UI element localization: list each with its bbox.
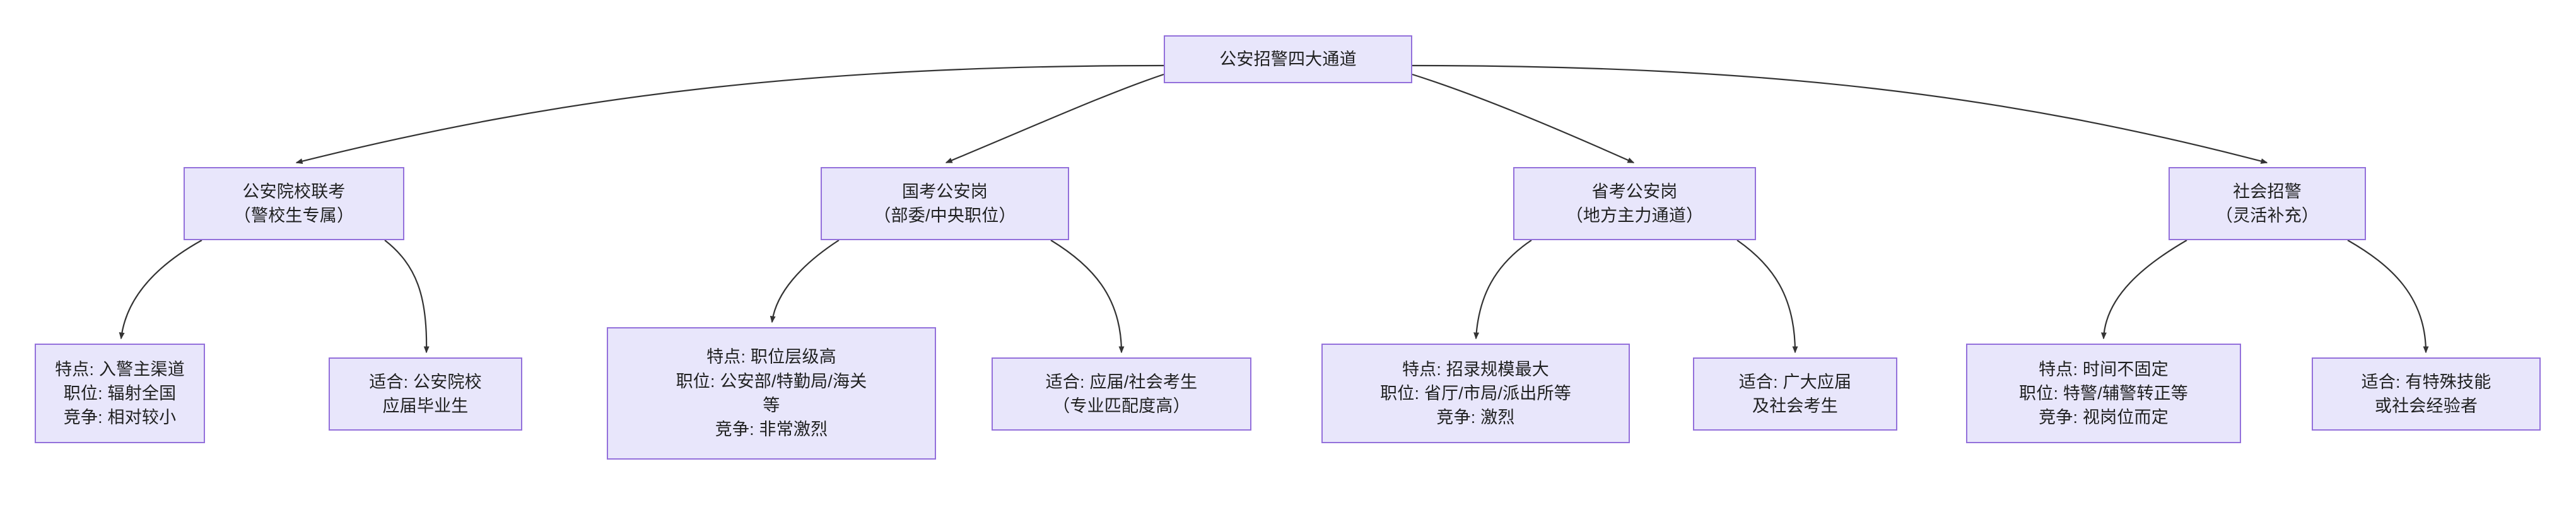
node-l2-line: 应届毕业生 [382,397,469,415]
node-b1[interactable]: 公安院校联考 （警校生专属） [184,167,404,240]
node-l2[interactable]: 适合: 公安院校应届毕业生 [329,357,522,431]
node-l3-line: 竞争: 非常激烈 [715,420,828,439]
node-root-line: 公安招警四大通道 [1219,49,1357,69]
edges [119,64,2429,354]
node-b3-line: 省考公安岗 [1591,182,1678,201]
node-l8-line: 或社会经验者 [2374,397,2478,415]
node-l3[interactable]: 特点: 职位层级高职位: 公安部/特勤局/海关等竞争: 非常激烈 [607,327,936,460]
node-b4-line: （灵活补充） [2215,206,2319,225]
node-l3-line: 等 [763,396,780,415]
edge-root-to-b2 [945,73,1164,164]
node-b4[interactable]: 社会招警 （灵活补充） [2169,167,2366,240]
node-b4-line: 社会招警 [2233,182,2302,201]
node-l2-line: 适合: 公安院校 [369,372,482,392]
node-l5-line: 竞争: 激烈 [1436,408,1515,427]
node-b2-line: （部委/中央职位） [874,206,1016,225]
node-l7-line: 职位: 特警/辅警转正等 [2019,383,2188,403]
edge-b4-to-l7 [2100,240,2187,340]
edge-b1-to-l2 [384,240,430,354]
node-b1-line: （警校生专属） [233,206,354,225]
node-l6-line: 适合: 广大应届 [1738,372,1852,392]
node-b3[interactable]: 省考公安岗 （地方主力通道） [1513,167,1756,240]
node-b2-line: 国考公安岗 [902,182,988,201]
node-l3-line: 特点: 职位层级高 [706,347,836,367]
node-b1-line: 公安院校联考 [242,182,346,201]
node-l4[interactable]: 适合: 应届/社会考生 （专业匹配度高） [992,357,1251,431]
edge-b3-to-l6 [1736,240,1798,354]
node-l5-line: 特点: 招录规模最大 [1402,359,1549,379]
node-l7[interactable]: 特点: 时间不固定职位: 特警/辅警转正等竞争: 视岗位而定 [1966,344,2241,443]
node-root[interactable]: 公安招警四大通道 [1164,35,1412,83]
node-l5-line: 职位: 省厅/市局/派出所等 [1380,383,1571,403]
node-b3-line: （地方主力通道） [1566,206,1704,225]
node-l1-line: 职位: 辐射全国 [63,383,177,403]
node-b2[interactable]: 国考公安岗 （部委/中央职位） [821,167,1069,240]
node-l1[interactable]: 特点: 入警主渠道职位: 辐射全国竞争: 相对较小 [35,344,205,443]
node-l8-line: 适合: 有特殊技能 [2361,372,2491,392]
node-l6-line: 及社会考生 [1752,397,1838,415]
node-l6[interactable]: 适合: 广大应届及社会考生 [1693,357,1897,431]
node-l7-line: 竞争: 视岗位而定 [2039,408,2169,427]
edge-root-to-b1 [295,64,1164,165]
node-l7-line: 特点: 时间不固定 [2039,359,2169,379]
node-l3-line: 职位: 公安部/特勤局/海关 [676,371,867,391]
node-l8[interactable]: 适合: 有特殊技能或社会经验者 [2312,357,2541,431]
node-l5[interactable]: 特点: 招录规模最大职位: 省厅/市局/派出所等竞争: 激烈 [1321,344,1630,443]
node-l4-line: 适合: 应届/社会考生 [1045,372,1198,392]
edge-root-to-b3 [1412,73,1635,164]
node-l1-line: 竞争: 相对较小 [63,408,177,427]
edge-b2-to-l3 [770,240,840,323]
edge-b4-to-l8 [2347,240,2429,354]
edge-root-to-b4 [1412,64,2268,164]
edge-b1-to-l1 [119,240,202,340]
node-l1-line: 特点: 入警主渠道 [55,359,185,379]
edge-b2-to-l4 [1050,240,1125,354]
edge-b3-to-l5 [1473,240,1532,340]
node-l4-line: （专业匹配度高） [1053,397,1190,415]
